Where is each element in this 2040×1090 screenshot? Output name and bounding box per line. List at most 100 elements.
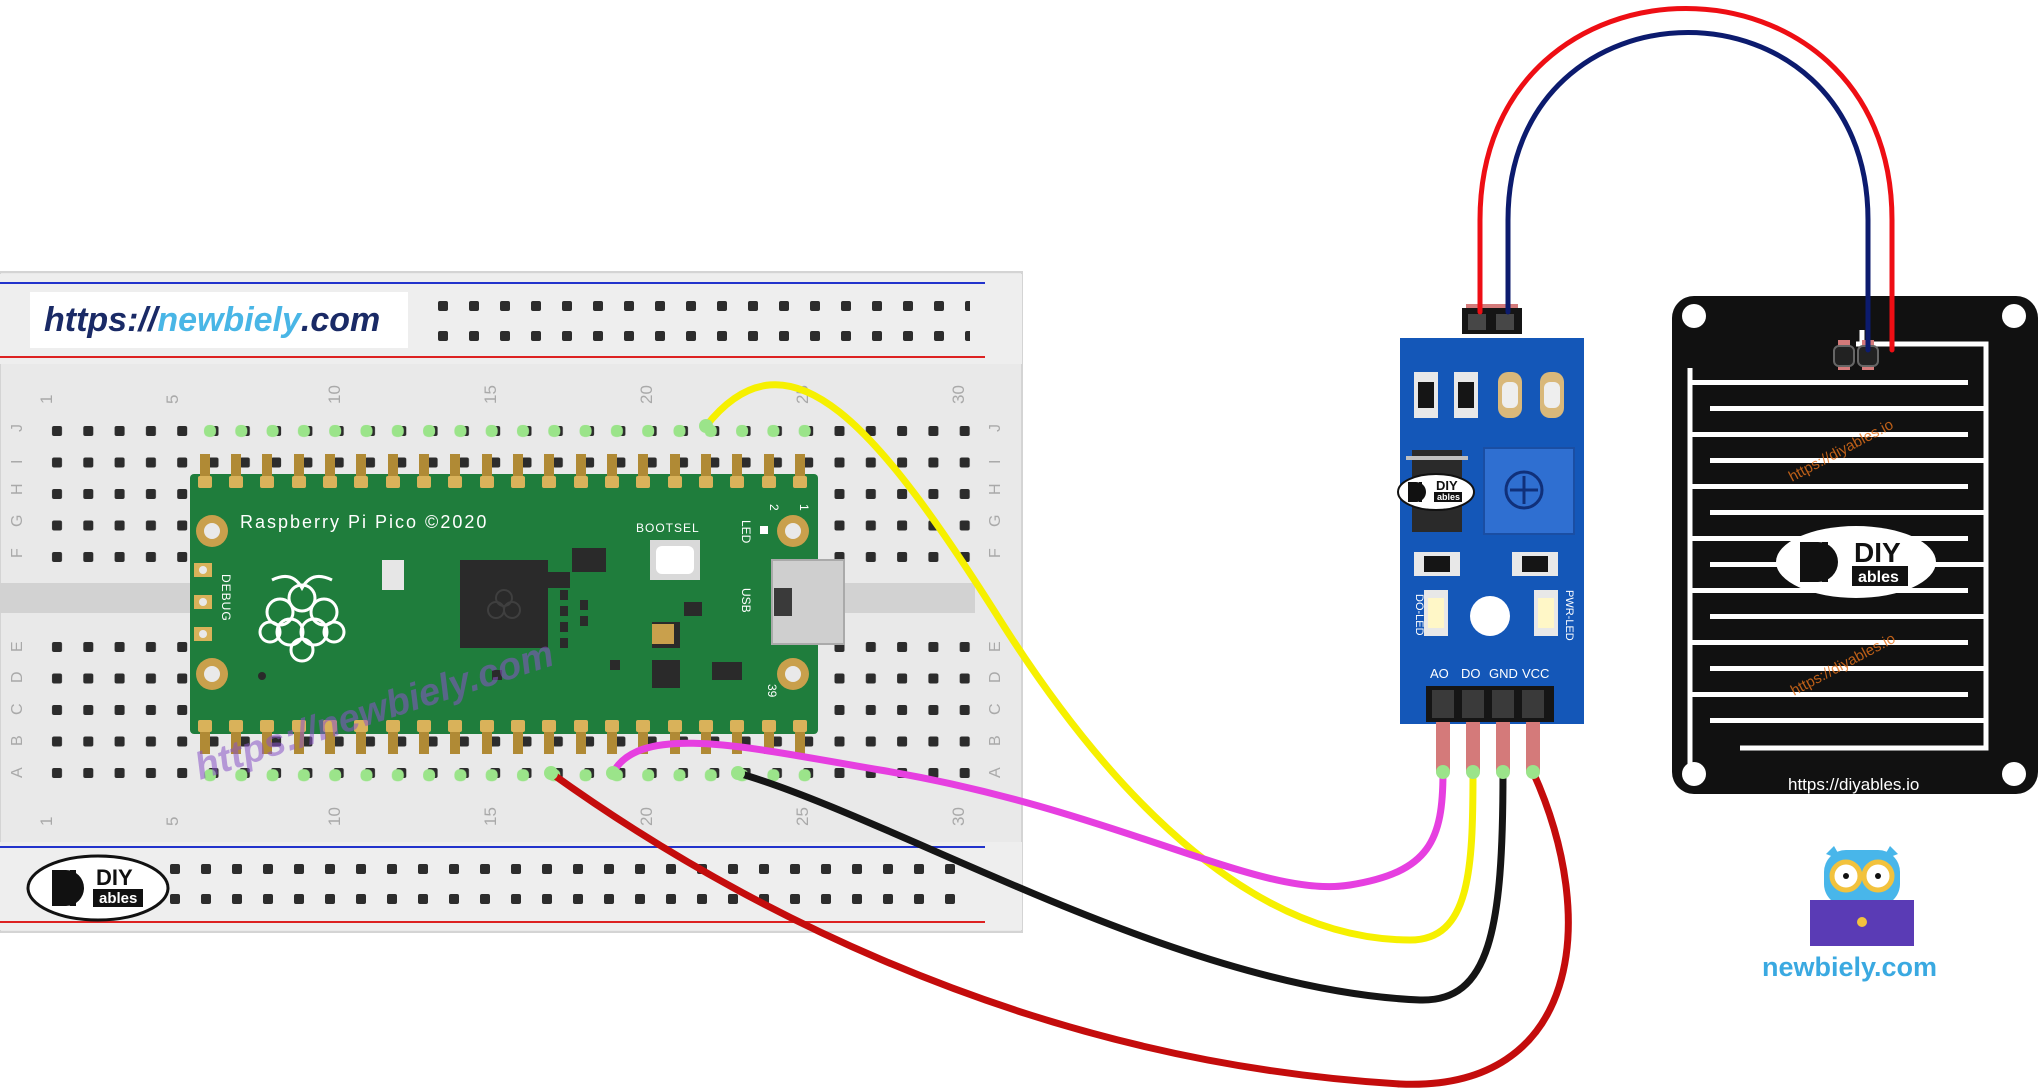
- rp2040-chip: [460, 560, 548, 648]
- pad-finger: [1690, 692, 1968, 697]
- row-letter-a-right: A: [987, 767, 1004, 778]
- row-letter-d-left: D: [9, 671, 26, 683]
- newbiely-mascot: [1810, 846, 1914, 946]
- owl-ears-icon: [1826, 846, 1898, 860]
- wire-red-pad-link: [1477, 6, 1895, 353]
- row-letter-c-left: C: [9, 703, 26, 715]
- module-mounting-hole: [1470, 596, 1510, 636]
- row-letter-j-left: J: [9, 424, 26, 432]
- pad-diyables-mark-icon: [1800, 542, 1838, 582]
- row-letter-f-right: F: [987, 548, 1004, 558]
- row-letter-i-right: I: [987, 460, 1004, 464]
- raspberry-logo-icon: [258, 574, 346, 663]
- pin-1-label: 1: [797, 504, 811, 511]
- pad-finger: [1690, 432, 1968, 437]
- pico-debug-pins: [194, 563, 212, 641]
- pin-2-label: 2: [767, 504, 781, 511]
- col-number-25-bottom: 25: [793, 807, 812, 826]
- newbiely-brand-label[interactable]: newbiely.com: [1762, 952, 1938, 982]
- pin-label-ao: AO: [1430, 666, 1449, 681]
- rp2040-logo-icon: [487, 589, 521, 619]
- row-letter-i-left: I: [9, 460, 26, 464]
- pico-title: Raspberry Pi Pico ©2020: [240, 512, 488, 532]
- pin-label-vcc: VCC: [1522, 666, 1549, 681]
- col-number-5-bottom: 5: [163, 817, 182, 826]
- row-letter-a-left: A: [9, 767, 26, 778]
- pad-mount-hole-tr: [2002, 304, 2026, 328]
- bottom-rail-holes: [160, 855, 970, 915]
- bootsel-label: BOOTSEL: [636, 521, 700, 535]
- wire-blue-pad-link: [1505, 30, 1871, 353]
- module-logo-bottom: ables: [1437, 492, 1460, 502]
- row-letter-h-right: H: [987, 483, 1004, 495]
- potentiometer-knob-icon[interactable]: [1504, 470, 1544, 510]
- pico-crystal: [548, 572, 570, 588]
- pad-url: https://diyables.io: [1788, 775, 1919, 794]
- raspberry-pi-pico: DEBUG Raspberry Pi Pico ©2020 BOOTSEL LE…: [190, 454, 845, 754]
- row-letter-j-right: J: [987, 424, 1004, 432]
- wire-yellow-do: [702, 381, 1477, 944]
- pad-finger: [1690, 484, 1968, 489]
- pad-finger: [1710, 510, 1988, 515]
- usb-label: USB: [739, 588, 753, 613]
- site-url-banner[interactable]: https://newbiely.com: [30, 292, 408, 348]
- pad-mount-hole-br: [2002, 762, 2026, 786]
- wires: [547, 6, 1895, 1088]
- row-letter-h-left: H: [9, 483, 26, 495]
- pad-finger: [1690, 380, 1968, 385]
- banner-suffix: .com: [300, 300, 381, 339]
- wire-endpoints: [544, 419, 1540, 780]
- module-smd-row-2: [1414, 552, 1558, 576]
- banner-prefix: https://: [44, 300, 158, 339]
- rain-sensor-pad: DIY ables https://diyables.io https://di…: [1672, 296, 2038, 794]
- pin-label-do: DO: [1461, 666, 1481, 681]
- occupied-holes-top: [195, 416, 821, 448]
- pico-mounting-holes: [196, 515, 809, 690]
- potentiometer[interactable]: [1483, 447, 1575, 535]
- pad-mount-hole-tl: [1682, 304, 1706, 328]
- breadboard-diyables-logo: DIY ables: [26, 854, 170, 922]
- pad-finger: [1710, 718, 1988, 723]
- wire-magenta-ao: [609, 739, 1447, 891]
- pin-label-gnd: GND: [1489, 666, 1518, 681]
- row-letter-d-right: D: [987, 671, 1004, 683]
- pad-logo-top: DIY: [1854, 537, 1901, 568]
- col-number-30-bottom: 30: [949, 807, 968, 826]
- pico-test-point: [258, 672, 266, 680]
- pico-component-gold: [652, 624, 674, 644]
- module-pin-header: [1426, 686, 1554, 722]
- col-number-15-top: 15: [481, 385, 500, 404]
- pico-debug-label: DEBUG: [219, 574, 233, 622]
- module-logo-top: DIY: [1436, 478, 1458, 493]
- pad-mount-hole-bl: [1682, 762, 1706, 786]
- wire-black-gnd: [734, 768, 1507, 1004]
- pico-small-component: [382, 560, 404, 590]
- pad-finger: [1710, 406, 1988, 411]
- usb-port-icon: [774, 588, 792, 616]
- pico-bottom-pins: [200, 732, 805, 754]
- col-number-1-top: 1: [37, 395, 56, 404]
- wire-red-vcc: [547, 768, 1572, 1088]
- pico-flash-chip: [572, 548, 606, 572]
- col-number-20-top: 20: [637, 385, 656, 404]
- module-pin-legs: [1436, 722, 1540, 772]
- do-led-label: DO-LED: [1413, 594, 1425, 636]
- row-letter-f-left: F: [9, 548, 26, 558]
- top-rail-holes: [428, 292, 970, 352]
- pin-39-label: 39: [765, 684, 779, 698]
- row-letter-g-right: G: [987, 515, 1004, 527]
- col-number-1-bottom: 1: [37, 817, 56, 826]
- col-number-10-bottom: 10: [325, 807, 344, 826]
- col-number-5-top: 5: [163, 395, 182, 404]
- row-letter-e-left: E: [9, 641, 26, 652]
- bootsel-button[interactable]: [656, 546, 694, 574]
- module-diyables-logo: DIY ables: [1397, 473, 1475, 511]
- pad-finger: [1710, 614, 1988, 619]
- col-number-10-top: 10: [325, 385, 344, 404]
- col-number-30-top: 30: [949, 385, 968, 404]
- row-letter-c-right: C: [987, 703, 1004, 715]
- rain-sensor-module: DIY ables DO-LED PWR-LED AO DO GND VCC: [1397, 304, 1584, 772]
- module-diyables-mark-icon: [1408, 482, 1426, 502]
- row-letter-g-left: G: [9, 515, 26, 527]
